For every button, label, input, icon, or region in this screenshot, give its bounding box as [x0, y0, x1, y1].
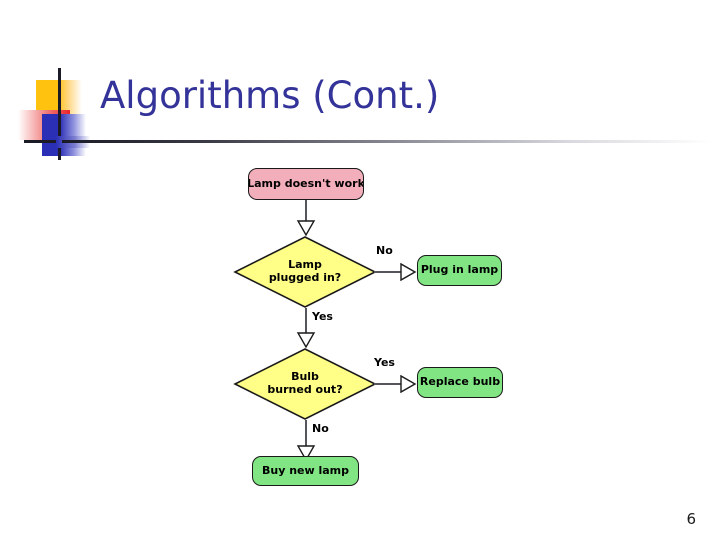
page-title: Algorithms (Cont.)	[100, 74, 440, 117]
diamond-shape	[233, 236, 377, 308]
flowchart: Lamp doesn't work Lamp plugged in? No P	[228, 160, 508, 486]
decorative-logo-motif	[18, 58, 98, 160]
flow-node-plug-in-lamp: Plug in lamp	[417, 255, 502, 286]
edge-label-plugged-yes: Yes	[312, 310, 333, 323]
arrowhead-down-burned-to-buy-new-lamp	[296, 445, 316, 462]
connector-burned-to-replace-bulb	[374, 383, 406, 385]
edge-label-burned-yes: Yes	[374, 356, 395, 369]
arrowhead-down-start-to-plugged	[296, 220, 316, 237]
connector-plugged-to-plug-in-lamp	[374, 271, 406, 273]
connector-burned-to-buy-new-lamp	[305, 420, 307, 456]
flow-node-buy-new-lamp: Buy new lamp	[252, 456, 359, 486]
motif-vertical-line	[58, 68, 61, 160]
connector-start-to-plugged	[305, 200, 307, 230]
arrowhead-right-plugged-to-plug-in-lamp	[400, 262, 417, 282]
edge-label-burned-no: No	[312, 422, 329, 435]
title-rule	[62, 140, 712, 143]
page-number: 6	[686, 510, 696, 528]
flow-node-replace-bulb: Replace bulb	[417, 367, 503, 398]
flow-node-bulb-burned-out: Bulb burned out?	[233, 348, 377, 420]
arrowhead-right-burned-to-replace-bulb	[400, 374, 417, 394]
motif-blue-square	[42, 114, 86, 156]
arrowhead-down-plugged-to-burned	[296, 332, 316, 349]
edge-label-plugged-no: No	[376, 244, 393, 257]
flow-node-start: Lamp doesn't work	[248, 168, 364, 200]
diamond-shape	[233, 348, 377, 420]
flow-node-lamp-plugged-in: Lamp plugged in?	[233, 236, 377, 308]
connector-plugged-to-burned	[305, 308, 307, 344]
